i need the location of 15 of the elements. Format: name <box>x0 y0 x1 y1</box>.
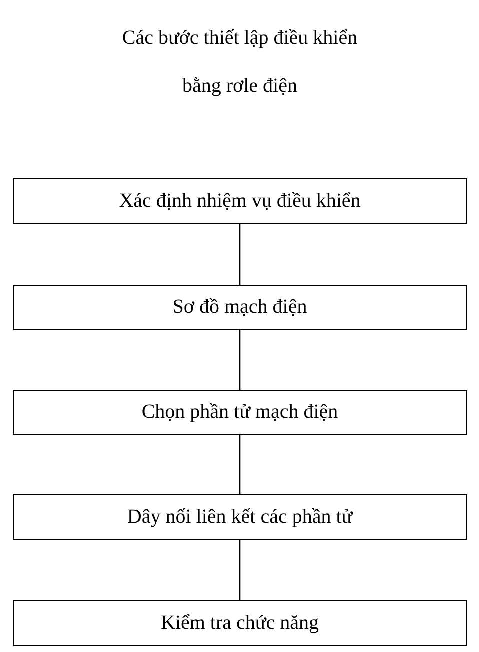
process-box <box>13 285 467 330</box>
connector-line <box>239 224 241 285</box>
process-box <box>13 600 467 646</box>
step-label: Dây nối liên kết các phần tử <box>127 506 353 528</box>
connector-line <box>239 435 241 494</box>
step-label: Chọn phần tử mạch điện <box>142 401 338 424</box>
connector-line <box>239 330 241 390</box>
connector-line <box>239 540 241 600</box>
step-label: Sơ đồ mạch điện <box>172 296 308 319</box>
process-box <box>13 390 467 435</box>
process-box <box>13 494 467 540</box>
process-box <box>13 178 467 224</box>
step-label: Xác định nhiệm vụ điều khiển <box>119 190 361 212</box>
diagram-title: Các bước thiết lập điều khiển bằng rơle điện <box>121 26 359 99</box>
step-label: Kiểm tra chức năng <box>161 612 319 634</box>
